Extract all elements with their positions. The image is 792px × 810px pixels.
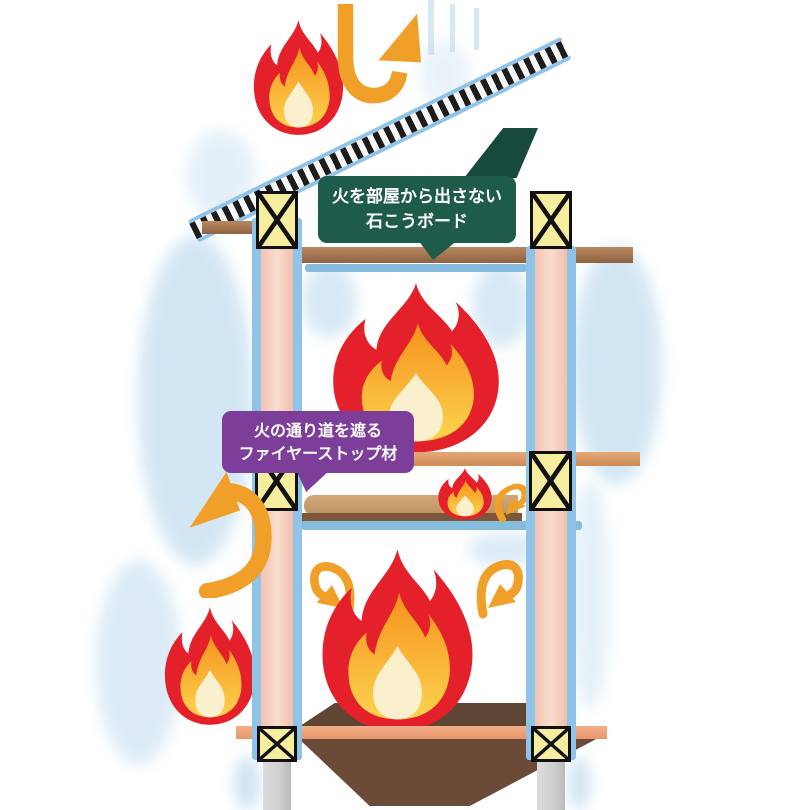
gypsum-board-label: 火を部屋から出さない 石こうボード bbox=[318, 176, 516, 243]
flame-icon bbox=[164, 607, 256, 725]
ceiling-gypsum-line bbox=[305, 264, 527, 272]
fire-stop-block bbox=[531, 726, 571, 762]
background-artifact bbox=[572, 245, 662, 485]
fire-stop-label-line2: ファイヤーストップ材 bbox=[238, 444, 398, 463]
fire-stop-block bbox=[530, 191, 572, 249]
background-artifact bbox=[302, 263, 357, 338]
fire-stop-block bbox=[256, 191, 298, 249]
gypsum-board-label-line1: 火を部屋から出さない bbox=[332, 186, 502, 207]
flame-icon bbox=[438, 467, 492, 520]
fire-stop-block bbox=[529, 451, 572, 511]
first-floor-gypsum-line bbox=[301, 521, 582, 530]
u-turn-arrow-icon bbox=[337, 3, 422, 104]
background-artifact bbox=[234, 756, 260, 810]
gypsum-board-label-line2: 石こうボード bbox=[366, 211, 468, 232]
fire-stop-label: 火の通り道を遮る ファイヤーストップ材 bbox=[222, 411, 414, 473]
background-artifact bbox=[450, 4, 455, 52]
foundation-post bbox=[263, 758, 291, 810]
fire-stop-block bbox=[257, 726, 297, 762]
u-turn-arrow-icon bbox=[189, 471, 272, 598]
background-artifact bbox=[570, 480, 610, 710]
background-artifact bbox=[474, 8, 479, 50]
first-floor-ceiling-edge bbox=[302, 513, 522, 523]
fire-stop-label-line1: 火の通り道を遮る bbox=[253, 420, 382, 440]
foundation-post bbox=[537, 758, 565, 810]
background-artifact bbox=[428, 0, 434, 55]
background-artifact bbox=[568, 756, 590, 810]
ground-floor-board bbox=[236, 726, 607, 739]
curl-arrow-icon bbox=[475, 558, 525, 620]
gypsum-board-label-fold bbox=[464, 128, 538, 178]
flame-icon bbox=[322, 549, 473, 731]
ceiling-board bbox=[299, 247, 633, 263]
